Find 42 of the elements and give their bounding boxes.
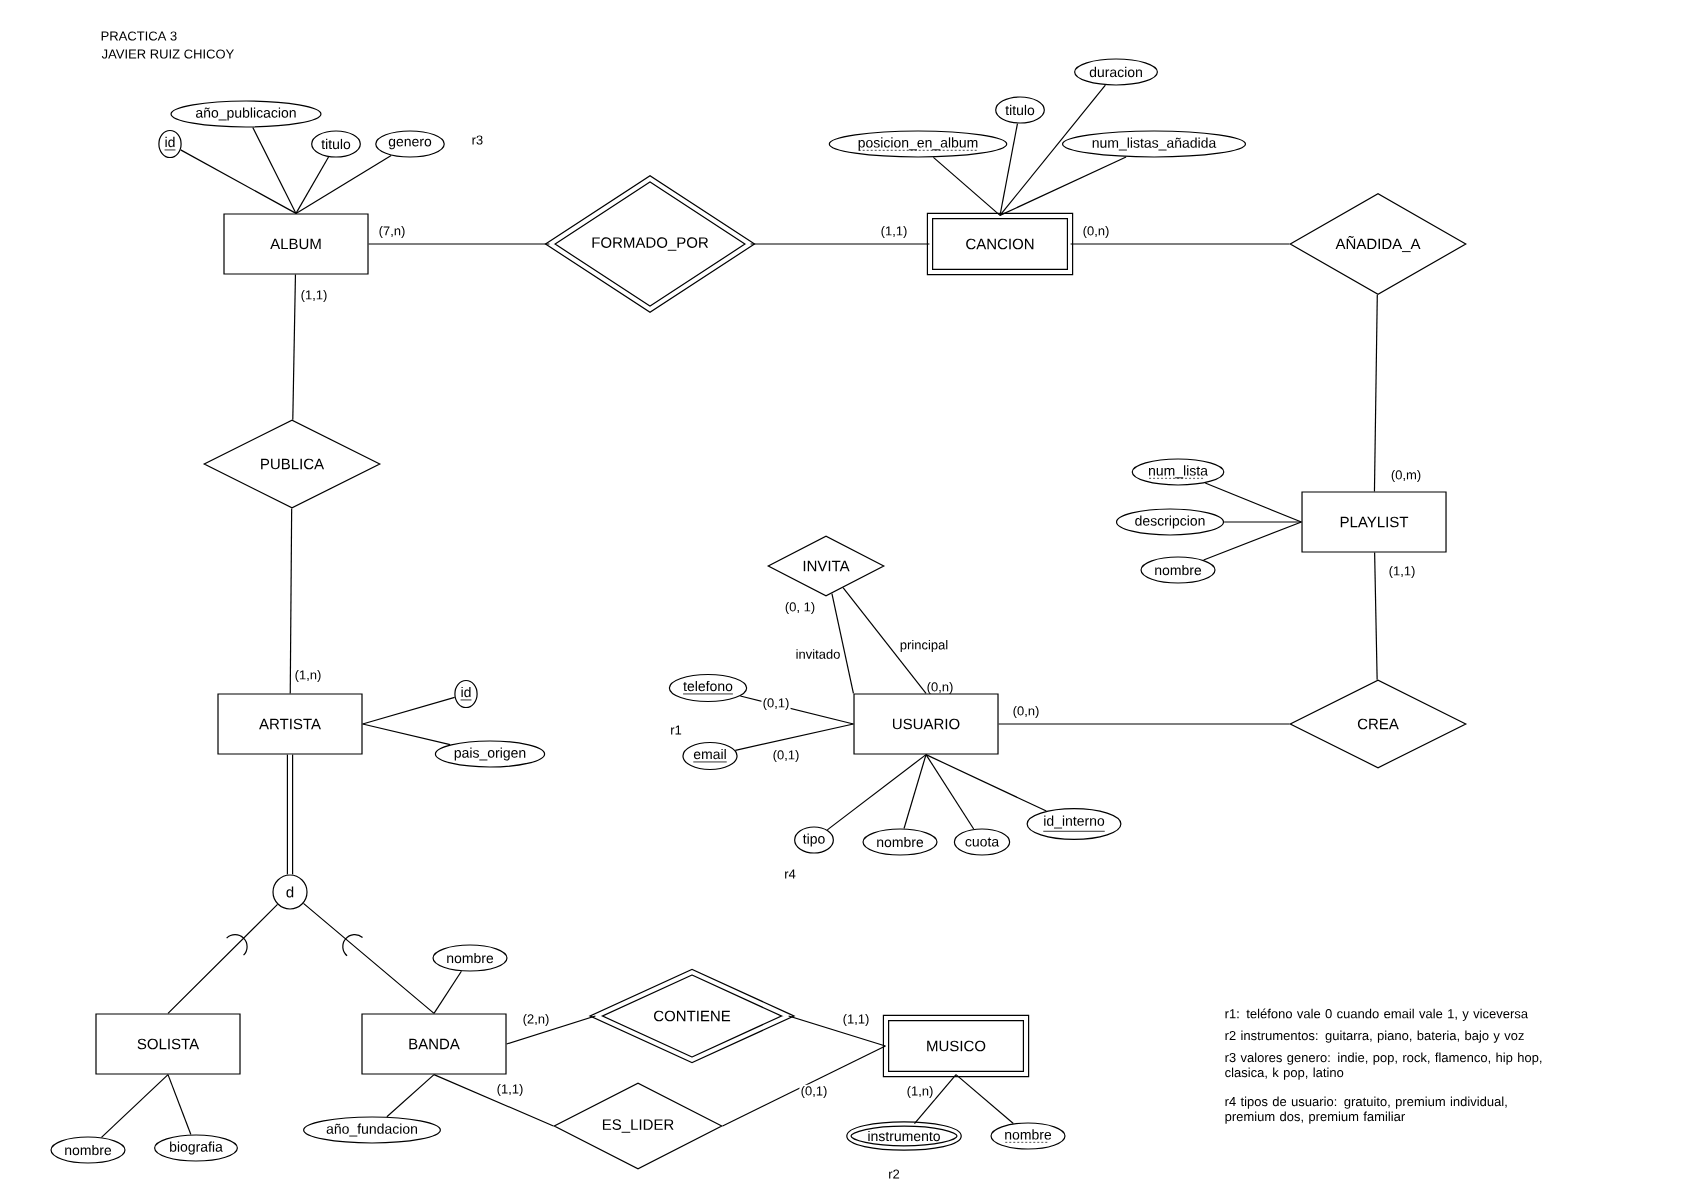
connector-line	[1070, 243, 1290, 245]
connector-line	[750, 243, 930, 245]
connector-line	[734, 723, 854, 751]
connector-line	[826, 754, 927, 831]
connector-line	[903, 754, 927, 830]
connector-line	[999, 122, 1019, 216]
connector-line	[433, 970, 462, 1014]
connector-line	[955, 1074, 1014, 1125]
connector-line	[167, 1074, 192, 1136]
connector-line	[1223, 521, 1302, 523]
connector-line	[932, 156, 1001, 216]
connector-line	[362, 723, 451, 746]
connector-line	[1374, 552, 1378, 681]
connector-line	[252, 126, 297, 214]
connector-line	[1204, 482, 1302, 523]
connector-line	[386, 1074, 435, 1118]
connector-line	[302, 902, 435, 1014]
connector-line	[998, 723, 1290, 725]
connector-line	[925, 754, 1047, 812]
connector-line	[842, 587, 927, 694]
connector-line	[368, 243, 550, 245]
connector-line	[925, 754, 975, 830]
connector-line	[1373, 294, 1378, 492]
connector-line	[289, 507, 293, 694]
connector-line	[295, 154, 392, 214]
connector-line	[722, 1045, 886, 1127]
double-line	[286, 754, 294, 875]
connector-line	[1203, 521, 1302, 561]
connector-line	[180, 149, 297, 214]
connector-line	[739, 695, 854, 725]
connector-line	[506, 1015, 596, 1045]
connector-line	[100, 1074, 169, 1138]
connector-line	[167, 903, 279, 1014]
connector-line	[295, 156, 330, 214]
connector-line	[999, 156, 1127, 216]
connector-line	[292, 274, 297, 421]
connector-line	[913, 1074, 957, 1125]
connector-line	[433, 1074, 554, 1127]
connector-line	[788, 1015, 886, 1047]
connector-line	[999, 84, 1106, 216]
connector-line	[362, 696, 456, 725]
connector-line	[831, 592, 854, 694]
